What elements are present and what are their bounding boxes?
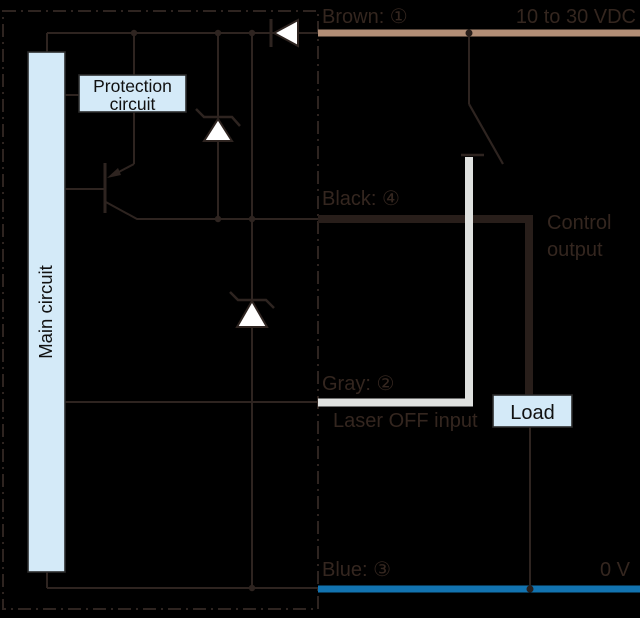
internal-bottom-rail (46, 572, 318, 589)
main-circuit-box (27, 51, 66, 573)
laser-off-input-label: Laser OFF input (333, 410, 478, 432)
brown-wire-label: Brown: ① (322, 6, 408, 28)
laser-off-switch (461, 36, 504, 165)
junction-dot (214, 215, 222, 223)
transistor-emitter-arrow-icon (107, 168, 121, 178)
protection-circuit-label-line1: Protection (93, 76, 172, 96)
junction-dot (465, 29, 473, 37)
control-output-label-line1: Control (547, 212, 611, 234)
junction-dot (248, 29, 256, 37)
junction-dot (526, 585, 534, 593)
main-circuit-label: Main circuit (35, 265, 56, 359)
junction-dot (248, 584, 256, 592)
control-output-label-line2: output (547, 239, 603, 261)
supply-voltage-label: 10 to 30 VDC (516, 6, 636, 28)
protection-circuit-label-line2: circuit (110, 94, 156, 114)
internal-wiring (46, 32, 318, 589)
load-label: Load (510, 402, 555, 424)
blue-wire-label: Blue: ③ (322, 559, 391, 581)
gray-wire-label: Gray: ② (322, 373, 394, 395)
zener-diode-2-icon (229, 291, 275, 328)
gray-wire (318, 157, 473, 407)
zero-volt-label: 0 V (600, 559, 631, 581)
black-wire (318, 215, 533, 395)
zener1-cathode-bar (195, 108, 241, 127)
transistor-collector-wire (103, 200, 318, 220)
diode-icon (269, 18, 299, 48)
protection-circuit-box (78, 74, 187, 113)
zener2-cathode-bar (229, 291, 275, 309)
load-box (492, 394, 573, 428)
junction-dot (248, 215, 256, 223)
zener-diode-1-icon (195, 108, 241, 142)
sensor-dashed-outline (2, 10, 319, 610)
junction-dots (130, 29, 256, 592)
switch-blade (468, 103, 504, 165)
zener2-triangle (235, 298, 269, 328)
diode-triangle (271, 18, 299, 48)
black-wire-label: Black: ④ (322, 188, 400, 210)
zener1-triangle (202, 117, 234, 142)
wire-labels: Brown: ① 10 to 30 VDC Black: ④ Control o… (322, 6, 636, 581)
junction-dot (130, 29, 138, 37)
junction-dot (214, 29, 222, 37)
